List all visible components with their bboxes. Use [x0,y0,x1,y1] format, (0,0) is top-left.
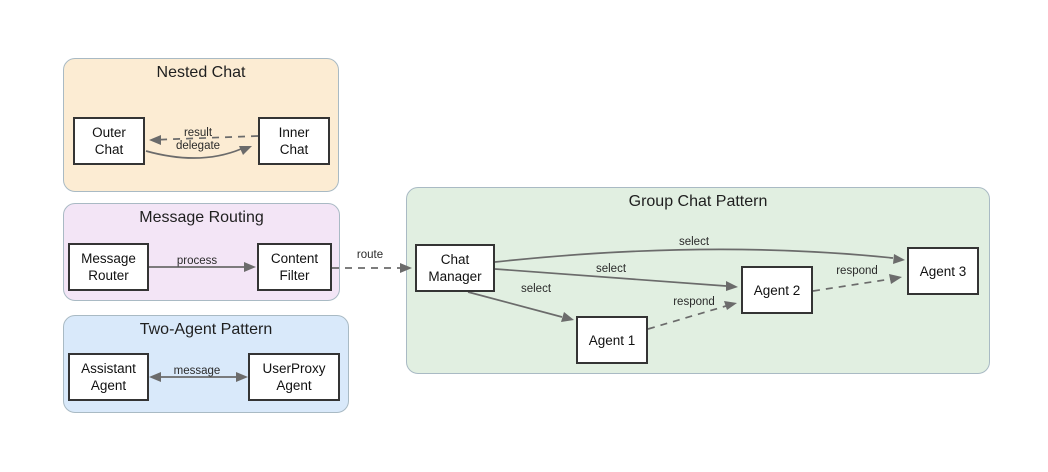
node-agent-3: Agent 3 [907,247,979,295]
cluster-group-chat-pattern-title: Group Chat Pattern [628,193,768,210]
edge-result-line [160,135,259,141]
node-outer-chat: Outer Chat [73,117,145,165]
cluster-nested-chat-title: Nested Chat [156,64,246,81]
edge-select-a1-line [467,291,563,318]
edge-message-arrowhead-right [236,372,248,382]
edge-respond-a1-a2-line [647,305,727,330]
edge-select-a1-arrowhead [561,312,574,322]
edge-respond-a2-a3-arrowhead [889,274,902,284]
cluster-message-routing-title: Message Routing [139,209,264,226]
node-message-router: Message Router [68,243,149,291]
edge-label-delegate: delegate [175,140,221,152]
edge-select-a2-arrowhead [726,281,738,291]
edge-delegate-line [145,148,242,159]
edge-label-respond-a2-a3: respond [836,265,878,277]
edge-result-arrowhead [149,135,161,145]
node-agent-2: Agent 2 [741,266,813,314]
edge-label-process: process [176,255,218,267]
edge-label-respond-a1-a2: respond [673,296,715,308]
node-agent-1: Agent 1 [576,316,648,364]
node-userproxy-agent: UserProxy Agent [248,353,340,401]
edge-route-arrowhead [400,263,412,273]
edge-label-message: message [173,365,221,377]
node-chat-manager: Chat Manager [415,244,495,292]
edge-label-select-a2: select [595,263,627,275]
edge-label-select-a1: select [520,283,552,295]
edge-label-select-a3: select [678,236,710,248]
edge-label-route: route [356,249,384,261]
edge-respond-a1-a2-arrowhead [724,301,737,310]
edge-process-arrowhead [244,262,256,272]
edge-message-arrowhead-left [149,372,161,382]
edge-delegate-arrowhead [239,146,252,155]
node-inner-chat: Inner Chat [258,117,330,165]
node-assistant-agent: Assistant Agent [68,353,149,401]
edge-select-a2-line [494,268,727,287]
node-content-filter: Content Filter [257,243,332,291]
edge-label-result: result [183,127,213,139]
edge-respond-a2-a3-line [812,278,892,292]
edge-select-a3-arrowhead [893,254,905,264]
cluster-two-agent-pattern-title: Two-Agent Pattern [139,321,273,338]
edge-select-a3-line [494,248,894,263]
